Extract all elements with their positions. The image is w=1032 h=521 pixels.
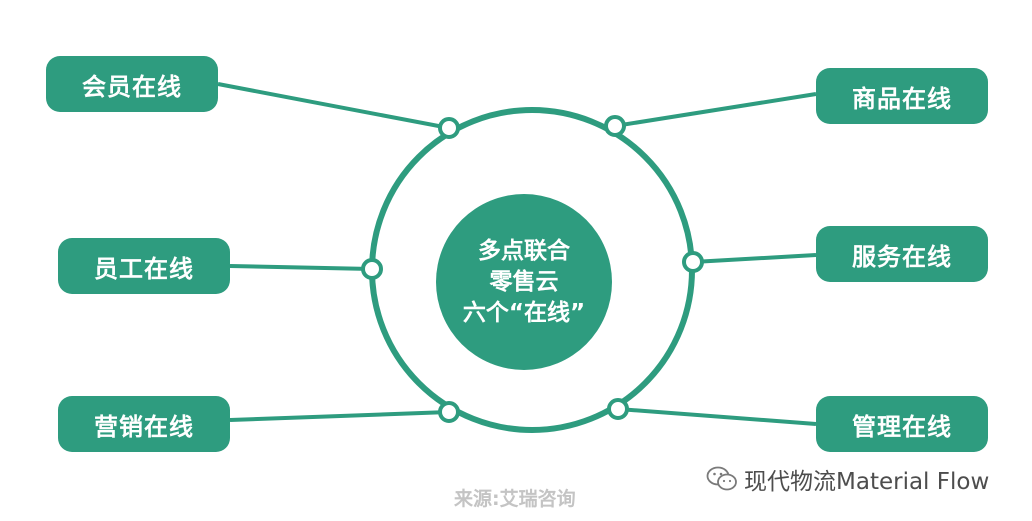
source-caption: 来源:艾瑞咨询 [454,488,576,510]
node-marketing-label: 营销在线 [94,412,194,441]
node-staff: 员工在线 [58,238,230,294]
center-line-1: 多点联合 [478,237,570,264]
node-member: 会员在线 [46,56,218,112]
connector-staff [229,264,373,271]
node-marketing: 营销在线 [58,396,230,452]
junction-dot-product [604,115,626,137]
connector-member [217,82,450,130]
junction-dot-marketing [438,401,460,423]
connector-management [617,407,817,426]
center-circle: 多点联合 零售云 六个“在线” [436,194,612,370]
wechat-icon [706,466,737,491]
connector-service [692,253,817,264]
junction-dot-service [682,251,704,273]
watermark-text: 现代物流Material Flow [744,469,990,495]
node-service: 服务在线 [816,226,988,282]
node-service-label: 服务在线 [852,242,952,271]
junction-dot-staff [361,258,383,280]
center-line-2: 零售云 [489,268,559,295]
center-line-3: 六个“在线” [462,299,586,326]
junction-dot-management [607,398,629,420]
junction-dot-member [438,117,460,139]
node-staff-label: 员工在线 [94,254,194,283]
watermark: 现代物流Material Flow [706,462,989,496]
node-product: 商品在线 [816,68,988,124]
node-member-label: 会员在线 [82,72,182,101]
node-product-label: 商品在线 [852,84,952,113]
node-management-label: 管理在线 [852,412,952,441]
connector-product [614,92,817,128]
node-management: 管理在线 [816,396,988,452]
connector-marketing [229,410,450,422]
